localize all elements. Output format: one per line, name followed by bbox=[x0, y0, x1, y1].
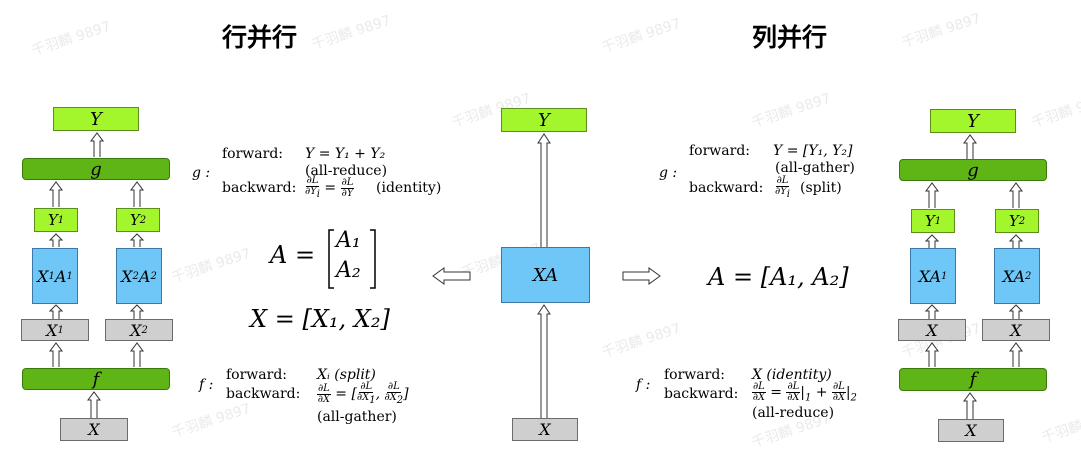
right-f-prefix: f : bbox=[636, 377, 651, 393]
left-f-backward-label: backward: bbox=[226, 386, 301, 402]
left-arrow-icon bbox=[432, 267, 471, 285]
up-arrow-icon bbox=[129, 233, 145, 247]
right-g-operator-box: g bbox=[899, 159, 1047, 181]
right-g-forward-math: Y = [Y₁, Y₂] bbox=[773, 143, 853, 159]
center-output-y-box: Y bbox=[501, 108, 587, 132]
left-g-forward-label: forward: bbox=[222, 146, 284, 162]
left-f-forward-math: Xᵢ (split) bbox=[317, 367, 376, 383]
up-arrow-icon bbox=[963, 392, 977, 419]
left-f-backward-math: ∂L∂X = [∂L∂X1, ∂L∂X2] bbox=[317, 381, 409, 406]
right-x2-box: X bbox=[982, 319, 1050, 341]
left-a-equals: A = bbox=[270, 241, 316, 269]
left-input-x-box: X bbox=[60, 418, 128, 441]
left-g-backward-label: backward: bbox=[222, 180, 297, 196]
matrix-bracket-icon bbox=[328, 229, 376, 289]
up-arrow-icon bbox=[48, 233, 64, 247]
column-parallel-title: 列并行 bbox=[752, 23, 828, 52]
right-f-backward-note: (all-reduce) bbox=[752, 405, 835, 421]
left-f-forward-label: forward: bbox=[226, 367, 288, 383]
right-x1-box: X bbox=[898, 319, 966, 341]
row-parallel-title: 行并行 bbox=[222, 23, 298, 52]
watermark: 千羽麟 9897 bbox=[599, 320, 683, 362]
left-output-y-box: Y bbox=[53, 107, 139, 131]
up-arrow-icon bbox=[1009, 342, 1023, 367]
right-g-backward-label: backward: bbox=[689, 180, 764, 196]
up-arrow-icon bbox=[90, 132, 104, 157]
watermark: 千羽麟 9897 bbox=[1039, 406, 1081, 447]
up-arrow-icon bbox=[1009, 182, 1023, 208]
up-arrow-icon bbox=[924, 304, 940, 319]
watermark: 千羽麟 9897 bbox=[169, 245, 253, 287]
right-g-prefix: g : bbox=[659, 165, 678, 181]
up-arrow-icon bbox=[48, 304, 64, 319]
up-arrow-icon bbox=[129, 304, 145, 319]
watermark: 千羽麟 9897 bbox=[749, 90, 833, 132]
up-arrow-icon bbox=[924, 234, 940, 248]
center-xa-box: XA bbox=[501, 247, 590, 303]
left-a2: A₂ bbox=[336, 258, 361, 283]
up-arrow-icon bbox=[49, 342, 63, 367]
watermark: 千羽麟 9897 bbox=[309, 12, 393, 54]
left-x-equals: X = [X₁, X₂] bbox=[250, 305, 390, 333]
left-g-forward-note: (all-reduce) bbox=[305, 163, 388, 179]
up-arrow-icon bbox=[1008, 304, 1024, 319]
right-f-forward-math: X (identity) bbox=[752, 367, 832, 383]
left-g-operator-box: g bbox=[22, 158, 170, 180]
up-arrow-icon bbox=[925, 342, 939, 367]
center-input-x-box: X bbox=[512, 418, 578, 441]
right-f-forward-label: forward: bbox=[664, 367, 726, 383]
left-f-prefix: f : bbox=[199, 377, 214, 393]
left-g-prefix: g : bbox=[192, 165, 211, 181]
watermark: 千羽麟 9897 bbox=[29, 18, 113, 60]
watermark: 千羽麟 9897 bbox=[899, 10, 983, 52]
left-g-backward-note: (identity) bbox=[376, 180, 442, 196]
left-g-forward-math: Y = Y₁ + Y₂ bbox=[305, 146, 386, 162]
up-arrow-icon bbox=[130, 342, 144, 367]
up-arrow-icon bbox=[49, 181, 63, 207]
up-arrow-icon bbox=[1008, 234, 1024, 248]
left-f-operator-box: f bbox=[22, 368, 170, 390]
right-g-forward-note: (all-gather) bbox=[775, 160, 855, 176]
right-g-forward-label: forward: bbox=[689, 143, 751, 159]
left-a1: A₁ bbox=[336, 228, 361, 253]
up-arrow-icon bbox=[87, 391, 101, 418]
up-arrow-icon bbox=[130, 181, 144, 207]
right-f-operator-box: f bbox=[899, 368, 1047, 391]
left-f-backward-note: (all-gather) bbox=[317, 409, 397, 425]
left-g-backward-math: ∂L∂Yi = ∂L∂Y bbox=[305, 175, 355, 200]
watermark: 千羽麟 9897 bbox=[169, 400, 253, 442]
right-g-backward-math: ∂L∂Yi bbox=[775, 175, 790, 200]
right-f-backward-math: ∂L∂X = ∂L∂X|1 + ∂L∂X|2 bbox=[752, 381, 857, 404]
right-output-y-box: Y bbox=[930, 109, 1016, 133]
up-arrow-icon bbox=[925, 182, 939, 208]
up-arrow-icon bbox=[963, 134, 977, 159]
watermark: 千羽麟 9897 bbox=[1029, 90, 1081, 132]
right-f-backward-label: backward: bbox=[664, 386, 739, 402]
watermark: 千羽麟 9897 bbox=[599, 15, 683, 57]
right-arrow-icon bbox=[622, 267, 661, 285]
up-arrow-icon bbox=[537, 133, 551, 247]
right-input-x-box: X bbox=[938, 419, 1004, 442]
right-g-backward-note: (split) bbox=[800, 180, 842, 196]
right-a-equals: A = [A₁, A₂] bbox=[708, 263, 849, 291]
up-arrow-icon bbox=[537, 304, 551, 418]
